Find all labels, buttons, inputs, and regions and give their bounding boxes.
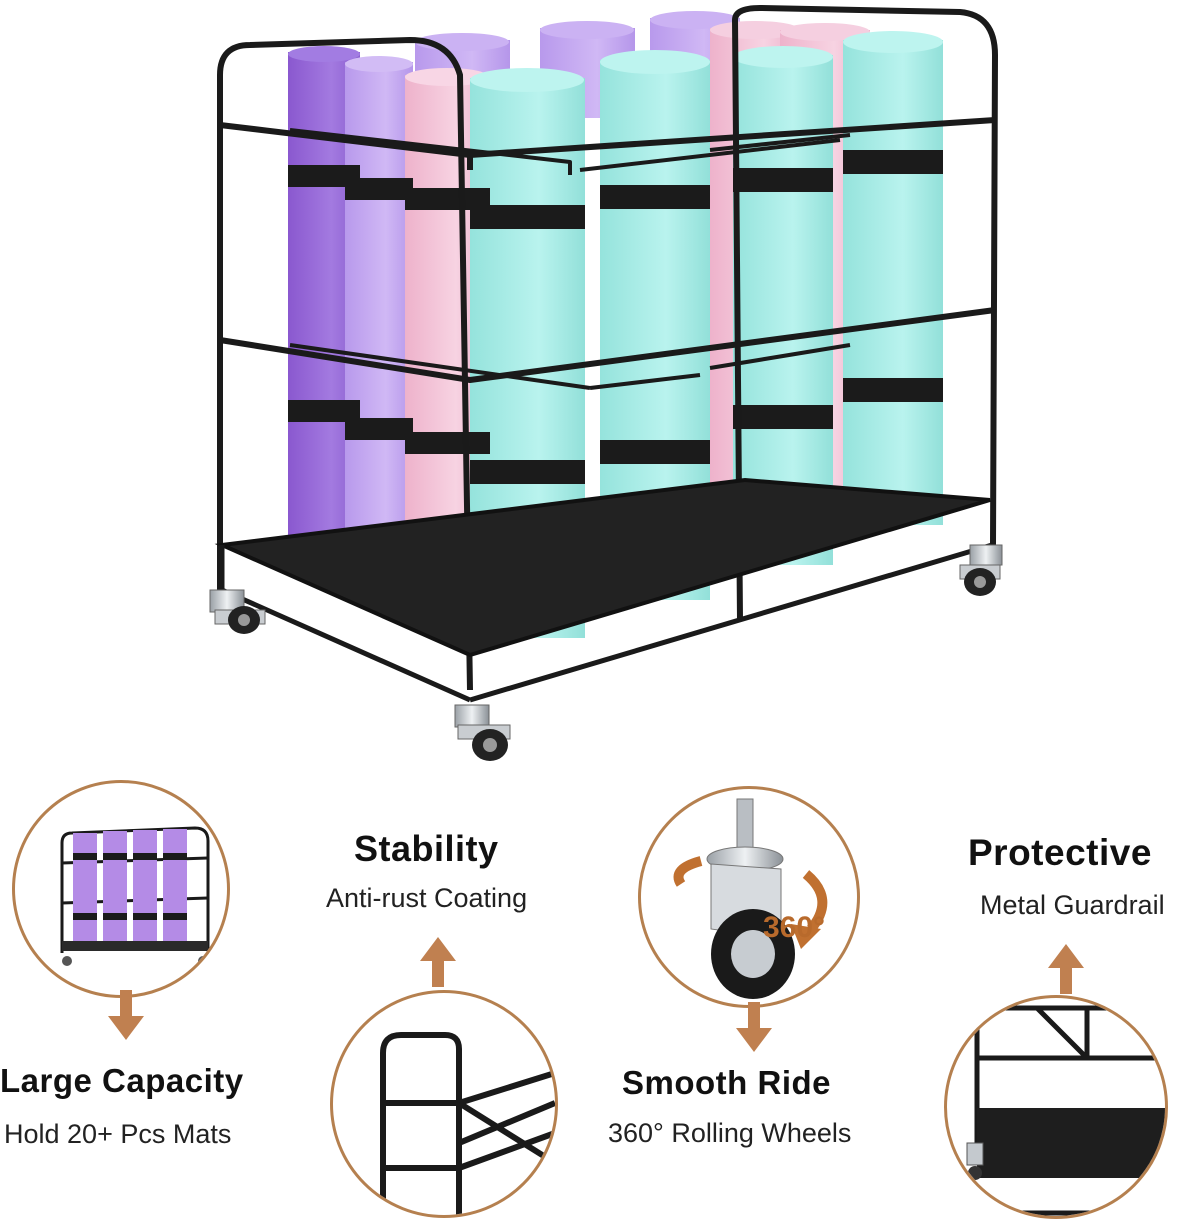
feature-large-capacity: Large Capacity Hold 20+ Pcs Mats [0,780,300,1230]
feature-2-subtitle: Anti-rust Coating [326,883,528,913]
frame-corner-icon [380,1032,555,1215]
feature-protective: Protective Metal Guardrail [900,780,1200,1230]
feature-2-circle [330,990,558,1218]
arrow-down-icon [736,1002,772,1052]
feature-3-subtitle: 360° Rolling Wheels [608,1118,852,1148]
bottom-shelf [214,477,991,658]
feature-1-subtitle: Hold 20+ Pcs Mats [4,1119,232,1149]
feature-3-title: Smooth Ride [622,1064,831,1101]
arrow-down-icon [108,990,144,1040]
arrow-up-icon [420,937,456,987]
feature-3-circle: 360° [638,786,860,1008]
guardrail-base-icon [966,1005,1165,1216]
caster-wheels [209,544,1003,761]
feature-stability: Stability Anti-rust Coating [300,780,600,1230]
yoga-mat-cart-image [209,5,1003,761]
arrow-up-icon [1048,944,1084,994]
rotation-badge: 360° [763,911,826,944]
feature-4-subtitle: Metal Guardrail [980,890,1165,920]
feature-1-title: Large Capacity [0,1062,244,1099]
feature-1-circle [12,780,230,998]
feature-4-title: Protective [968,832,1152,873]
mat-straps [288,150,943,484]
feature-2-title: Stability [354,828,499,869]
feature-smooth-ride: 360° Smooth Ride 360° Rolling Wheels [600,780,900,1230]
feature-4-circle [944,995,1168,1219]
cart-frame [217,5,998,691]
caster-wheel-icon [673,798,828,999]
rack-thumbnail-icon [60,826,210,966]
